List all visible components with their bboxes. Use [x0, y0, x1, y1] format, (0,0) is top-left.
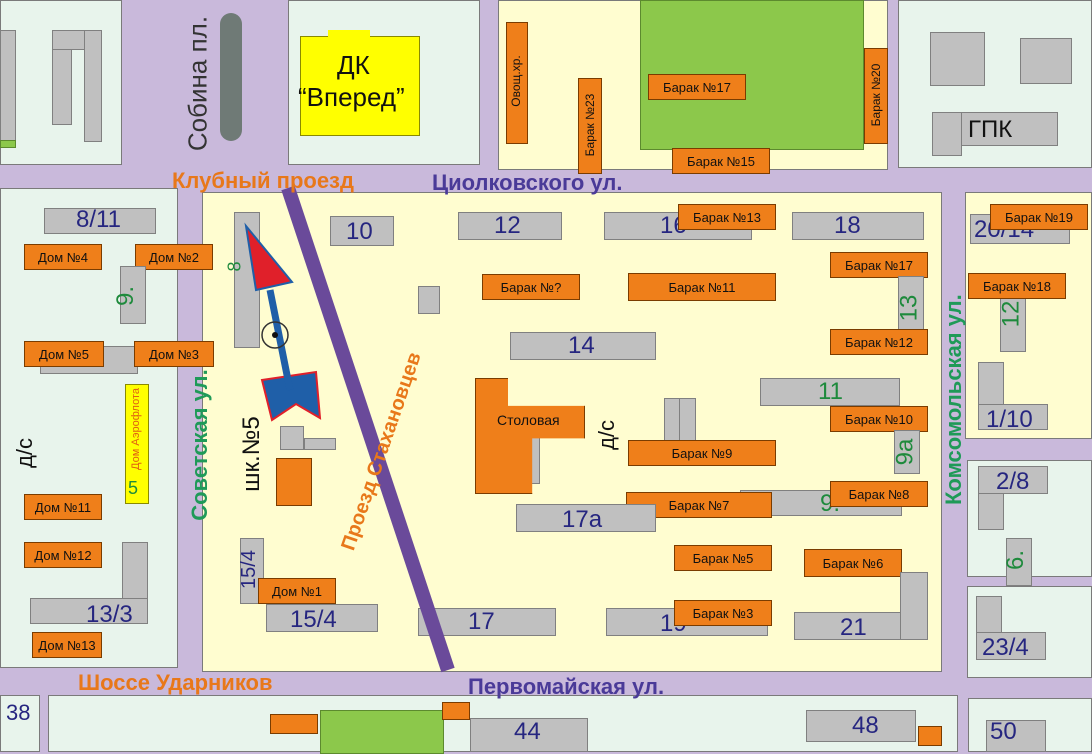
barrack-6: Барак №6	[804, 549, 902, 577]
building	[0, 140, 16, 148]
building-17a	[516, 504, 656, 532]
house-number-15-4: 15/4	[290, 606, 337, 633]
barrack-5: Барак №5	[674, 545, 772, 571]
house-number-23-4: 23/4	[982, 634, 1029, 661]
house-number-44: 44	[514, 718, 541, 745]
barrack-12: Барак №12	[830, 329, 928, 355]
building-8-11	[44, 208, 156, 234]
barrack-unknown: Барак №?	[482, 274, 580, 300]
house-2: Дом №2	[135, 244, 213, 270]
building-6	[1006, 538, 1032, 586]
barrack-3: Барак №3	[674, 600, 772, 626]
house-number-10: 10	[346, 218, 373, 245]
dk-vpered-building-top	[328, 30, 370, 40]
gpk-building-left	[932, 112, 962, 156]
house-11: Дом №11	[24, 494, 102, 520]
house-number-48: 48	[852, 712, 879, 739]
building-14	[510, 332, 656, 360]
house-4: Дом №4	[24, 244, 102, 270]
ovoshch-building	[506, 22, 528, 144]
stolovaya-label: Столовая	[497, 412, 560, 428]
pond	[220, 13, 242, 141]
street-klubny: Клубный проезд	[172, 168, 354, 193]
block-bottom-left	[0, 695, 40, 752]
barrack-bottom-a	[270, 714, 318, 734]
building-9a	[894, 430, 920, 474]
barrack-15: Барак №15	[672, 148, 770, 174]
dk-label-line2: “Вперед”	[298, 82, 405, 112]
building-10	[330, 216, 394, 246]
barrack-19: Барак №19	[990, 204, 1088, 230]
building	[280, 426, 304, 450]
house-12: Дом №12	[24, 542, 102, 568]
street-udarnikov: Шоссе Ударников	[78, 670, 273, 695]
house-5: Дом №5	[24, 341, 104, 367]
dom-aeroflota-number: 5	[128, 478, 139, 498]
house-number-18: 18	[834, 212, 861, 239]
building-12	[458, 212, 562, 240]
house-number-17a: 17а	[562, 506, 603, 533]
building	[304, 438, 336, 450]
building	[84, 30, 102, 142]
building-15-4	[266, 604, 378, 632]
building-2-8-wing	[978, 466, 1048, 494]
barrack-10: Барак №10	[830, 406, 928, 432]
building-21-wing	[900, 572, 928, 640]
house-number-12: 12	[494, 212, 521, 239]
barrack-9: Барак №9	[628, 440, 776, 466]
street-pervomayskaya: Первомайская ул.	[468, 674, 665, 699]
barrack-18: Барак №18	[968, 273, 1066, 299]
building	[1020, 38, 1072, 84]
house-number-1-10: 1/10	[986, 406, 1033, 433]
building-13-3-wing	[30, 598, 148, 624]
dk-label-line1: ДК	[337, 50, 370, 80]
building-11	[760, 378, 900, 406]
house-3: Дом №3	[134, 341, 214, 367]
house-number-21: 21	[840, 614, 867, 641]
dk-vpered-building	[300, 36, 420, 136]
building	[418, 286, 440, 314]
house-number-13-3: 13/3	[86, 601, 133, 628]
building-50	[986, 720, 1046, 752]
building-23-4-wing	[976, 632, 1046, 660]
building-18	[792, 212, 924, 240]
street-tsiolkovskogo: Циолковского ул.	[432, 170, 623, 195]
house-number-50: 50	[990, 718, 1017, 745]
barrack-13: Барак №13	[678, 204, 776, 230]
barrack-20	[864, 48, 888, 144]
school-5-building	[276, 458, 312, 506]
building-44	[470, 718, 588, 752]
barrack-8: Барак №8	[830, 481, 928, 507]
building-9	[120, 266, 146, 324]
barrack-11: Барак №11	[628, 273, 776, 301]
house-number-11: 11	[818, 378, 843, 405]
building-1-10-wing	[978, 404, 1048, 430]
house-number-17: 17	[468, 608, 495, 635]
building	[930, 32, 985, 86]
house-number-2-8: 2/8	[996, 468, 1030, 495]
dom-aeroflota-building	[125, 384, 149, 504]
house-13: Дом №13	[32, 632, 102, 658]
house-number-38: 38	[6, 700, 31, 725]
house-number-8-11: 8/11	[76, 206, 121, 233]
house-1: Дом №1	[258, 578, 336, 604]
barrack-17-park: Барак №17	[648, 74, 746, 100]
barrack-17-right: Барак №17	[830, 252, 928, 278]
barrack-bottom-b	[442, 702, 470, 720]
gpk-label: ГПК	[968, 116, 1013, 143]
barrack-23	[578, 78, 602, 174]
barrack-bottom-c	[918, 726, 942, 746]
building-48	[806, 710, 916, 742]
house-number-14: 14	[568, 332, 595, 359]
